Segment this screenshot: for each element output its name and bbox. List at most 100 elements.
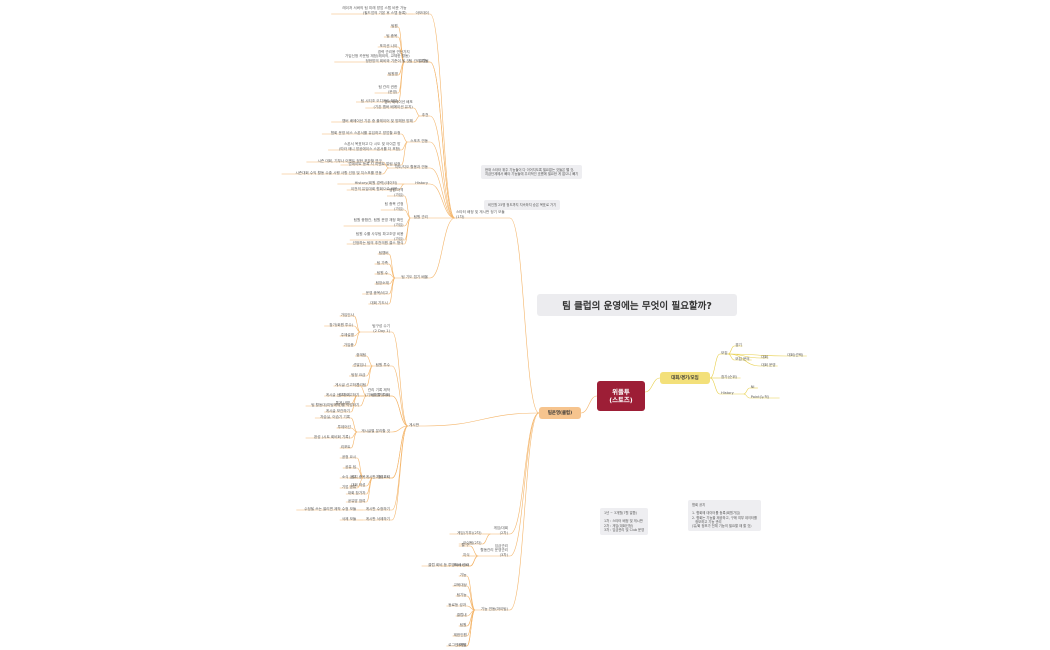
node-upper-group[interactable]: 팀 관리 기능 xyxy=(409,58,428,63)
node-upper-group[interactable]: 팀원 관리 xyxy=(413,214,428,219)
node-bottom-item[interactable]: Blacklist xyxy=(454,562,470,567)
node-bottom-item[interactable]: 로그인 매칭 xyxy=(448,642,466,647)
node-bottom-item[interactable]: 아카팀 xyxy=(456,642,467,647)
node-bottom-item[interactable]: 지식 xyxy=(462,552,470,557)
node-bottom-group[interactable]: 임금관리 활동관리 운영관리 (3차) xyxy=(480,543,508,557)
node-bottom-item[interactable]: 교육대상 xyxy=(453,582,467,587)
node-upper-group[interactable]: 팀 기도 접기 배울 xyxy=(401,274,428,279)
node-upper-item[interactable]: History(회원 경력)(데이터) xyxy=(354,180,398,185)
node-bottom-item[interactable]: 클럽 회비 등 투명하게 관리 xyxy=(428,562,470,567)
node-lower-item[interactable]: 공유방 참여 xyxy=(347,498,366,503)
node-upper-item[interactable]: 시즌 대회, 기부나 이벤트 정한 포장할 연구 xyxy=(317,158,382,163)
node-upper-item[interactable]: 경력 관리용 연산가지 가입신청 카운팅 재정(해외의, 교체한 활동) 정한방… xyxy=(344,49,410,63)
node-lower-group[interactable]: 게시판 수정하기 xyxy=(365,506,390,511)
node-lower-group[interactable]: 게시글별 분리할 것 xyxy=(361,428,390,433)
node-upper-item[interactable]: 팀 종목 선정 (가입) xyxy=(384,202,404,211)
node-upper-item[interactable]: 팀장소재 xyxy=(375,280,389,285)
node-upper-group[interactable]: 지도/지오 활용과 연동 xyxy=(394,164,428,169)
node-upper-item[interactable]: 선정하는 팀의 추천의원 클스 형식 xyxy=(352,240,404,245)
node-bottom-item[interactable]: 팀원 xyxy=(459,622,467,627)
node-upper-hub[interactable]: 스타터 배정 및 게시판 정기 모듈 (1차) xyxy=(456,210,505,219)
node-lower-item[interactable]: 완성 (시트 회비회 기록) xyxy=(313,434,350,439)
node-upper-item[interactable]: 협회 운영 비스 스폰서를 유입하고 방업할 요청 xyxy=(330,130,401,135)
node-lower-item[interactable]: 팀 활동대(미팅메세)를 작성하기 xyxy=(311,402,360,407)
node-lower-item[interactable]: 수정될 쓰는 쏠리면 제작 수정 모듈 xyxy=(304,506,357,511)
node-right-group[interactable]: 모집 xyxy=(721,350,728,355)
node-bottom-item[interactable]: 클럽내 xyxy=(456,612,467,617)
node-lower-item[interactable]: 가입증 xyxy=(343,342,354,347)
node-bottom-group[interactable]: 게임/대회 (2차) xyxy=(493,526,508,535)
node-upper-item[interactable]: 팀멤버 xyxy=(378,250,389,255)
branch-competition[interactable]: 대회/경기/모임 xyxy=(660,372,710,384)
node-lower-item[interactable]: 통계 내역 xyxy=(335,400,350,405)
node-upper-item[interactable]: 업데이트 등록 시 이벤트 알림 설정 xyxy=(348,161,401,166)
node-lower-item[interactable]: 리포트 xyxy=(340,444,351,449)
node-right-item[interactable]: 경기 xyxy=(735,342,742,347)
node-lower-item[interactable]: 관리팀 xyxy=(356,382,367,387)
node-lower-group[interactable]: 관리 기록 제작 (기노를 좋 투시) xyxy=(365,388,390,397)
node-bottom-item[interactable]: 아이템(2차) xyxy=(463,540,482,545)
node-upper-group[interactable]: 아모데이 xyxy=(415,10,429,15)
node-right-item[interactable]: 모집 문의 xyxy=(735,356,750,361)
node-lower-item[interactable]: 삭제 모듈 xyxy=(341,516,357,521)
node-lower-item[interactable]: 공지 요고하기 xyxy=(338,392,360,397)
node-upper-item[interactable]: 멤버 배에이션 기존 중 플레이어 및 방해한 방해 xyxy=(341,118,413,123)
node-upper-item[interactable]: 팀 종목 xyxy=(386,33,398,38)
node-lower-item[interactable]: 공정 요시 xyxy=(341,454,357,459)
node-right-item[interactable]: 대회(선택) xyxy=(787,352,804,357)
node-lower-item[interactable]: 자습실, 이습기 기록 xyxy=(320,414,350,419)
root-node[interactable]: 위플투 (스토즈) xyxy=(597,381,645,411)
node-lower-item[interactable]: 중계팀 xyxy=(356,352,367,357)
node-lower-group[interactable]: 팀원 투수 xyxy=(375,362,390,367)
node-right-item[interactable]: Point(누적) xyxy=(750,394,770,399)
node-bottom-item[interactable]: 동료등 성과 xyxy=(448,602,466,607)
node-lower-item[interactable]: 팀정 요급 xyxy=(351,372,366,377)
node-upper-item[interactable]: 팀 가족 xyxy=(376,260,388,265)
node-lower-item[interactable]: 주제설명 xyxy=(340,332,354,337)
node-upper-group[interactable]: History xyxy=(415,180,428,185)
node-upper-item[interactable]: 팀원 자격 (가입) xyxy=(389,188,404,197)
node-upper-item[interactable]: 팀원 xyxy=(391,23,398,28)
node-upper-item[interactable]: 팀 시티조 오디카드 회부 xyxy=(360,98,398,103)
node-upper-group[interactable]: 클럽팀 xyxy=(418,58,429,63)
node-bottom-item[interactable]: 팀기능 xyxy=(456,592,467,597)
node-lower-item[interactable]: 게시글 보관하기 xyxy=(325,408,350,413)
node-lower-item[interactable]: 소식 공유 xyxy=(341,474,357,479)
node-upper-item[interactable]: 팀 관리 권한 (운영) xyxy=(378,85,398,94)
node-lower-item[interactable]: 대회 참가자 xyxy=(347,490,366,495)
node-lower-item[interactable]: 가입인사 xyxy=(340,312,354,317)
node-bottom-item[interactable]: 월 구 xyxy=(461,542,470,547)
node-upper-group[interactable]: 스포츠 연동 xyxy=(410,138,428,143)
node-lower-group[interactable]: 기본 요시 xyxy=(375,474,390,479)
node-upper-item[interactable]: 포지션 나이 xyxy=(379,43,398,48)
node-bottom-item[interactable]: 기능 xyxy=(459,572,467,577)
node-bottom-item[interactable]: 게임(기부)(2차) xyxy=(457,530,482,535)
node-upper-item[interactable]: 운영 종목/비고 xyxy=(365,290,388,295)
node-upper-item[interactable]: 팀원 수를 사무팀 파고조영 비용 (가입) xyxy=(355,232,404,241)
node-upper-item[interactable]: 팀원명 xyxy=(388,71,398,76)
node-right-item[interactable]: 대회 xyxy=(761,354,768,359)
node-upper-item[interactable]: 팀원 종합관, 팀원 운영 재정 확인 (가입) xyxy=(353,218,404,227)
node-lower-group[interactable]: 팀구성 수기 (2 Day 1) xyxy=(372,324,390,333)
node-upper-item[interactable]: 팀원 수 xyxy=(376,270,388,275)
node-bottom-group[interactable]: 기능 연동(마이팀) xyxy=(480,606,508,611)
node-lower-item[interactable]: 공지 종목 xyxy=(351,474,366,479)
node-upper-item[interactable]: 멤버 배에이션 배포 (기존 멤버 배에이션 유지) xyxy=(373,100,413,109)
node-lower-group[interactable]: 팀 경기/대회 xyxy=(371,392,390,397)
node-upper-group[interactable]: 추천 xyxy=(421,112,429,117)
node-upper-item[interactable]: 레이저 서버의 팀 미래 방업 스탭 비준 가능 (필드업의 기본 후 스탭 등… xyxy=(342,6,407,15)
node-upper-item[interactable]: 대회 기도시 xyxy=(370,300,388,305)
node-lower-item[interactable]: 기업 공유 xyxy=(341,484,357,489)
node-upper-item[interactable]: 이전의 유입대회 협회으로 비용 xyxy=(350,186,398,191)
node-right-item[interactable]: NI xyxy=(750,384,755,389)
node-lower-item[interactable]: 게시글 신고하기 xyxy=(335,382,360,387)
node-right-group[interactable]: 참가(순위) xyxy=(721,374,738,379)
node-lower-group[interactable]: 게시판 삭제하기 xyxy=(365,516,390,521)
node-lower-hub[interactable]: 게시판 xyxy=(409,422,419,427)
node-right-item[interactable]: 대회 운영 xyxy=(761,362,776,367)
node-upper-item[interactable]: 스폰서 목표하고 다 시도 및 아이콘 방 (따라 매니 방공에이스 스폰서를 … xyxy=(338,142,401,151)
node-lower-item[interactable]: 선발입니 xyxy=(353,362,367,367)
node-lower-item[interactable]: 참가(회원 투수) xyxy=(329,322,354,327)
node-lower-group[interactable]: 게시판 카테고리 xyxy=(365,474,390,479)
node-lower-item[interactable]: 게시글 신고하기 xyxy=(325,392,350,397)
